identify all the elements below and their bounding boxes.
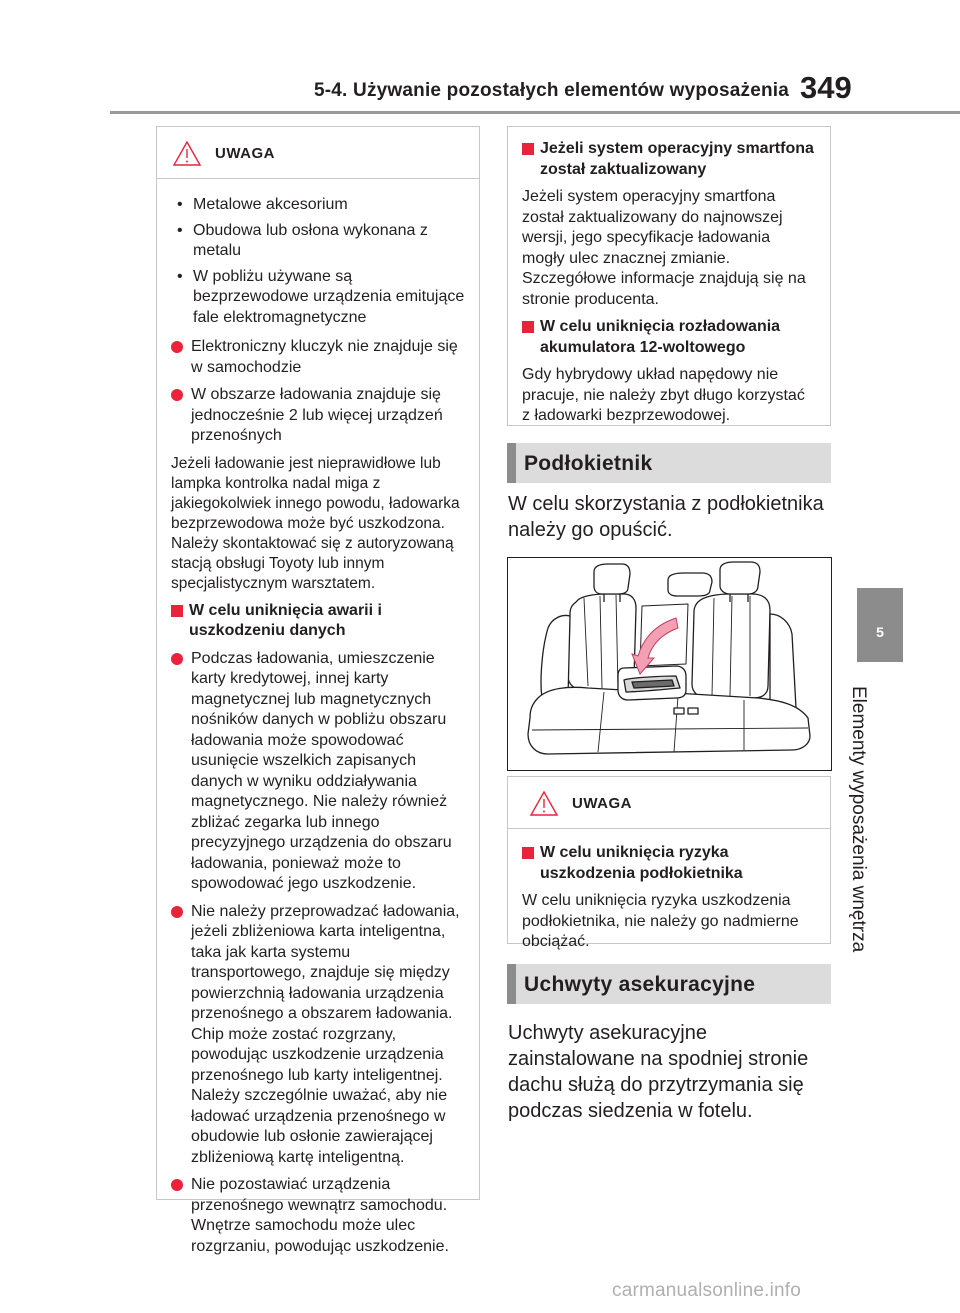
warning-paragraph: W celu uniknięcia ryzyka uszkodzenia pod… [522,892,799,950]
bullet-dot-icon [171,389,183,401]
square-bullet-icon [522,321,534,333]
info-box-right-top: Jeżeli system operacyjny smartfona zosta… [507,126,831,426]
info-subheading: W celu uniknięcia rozładowania akumulato… [522,317,816,358]
info-paragraph: Gdy hybrydowy układ napędowy nie pracuje… [522,366,805,424]
warning-label: UWAGA [572,795,632,812]
info-paragraph: Jeżeli system operacyjny smartfona zosta… [522,188,806,308]
warning-box-body: W celu uniknięcia ryzyka uszkodzenia pod… [508,829,830,953]
list-item: •W pobliżu używane są bezprzewodowe urzą… [177,267,465,326]
bullet-dot-icon [171,341,183,353]
seat-cushion [527,686,811,755]
list-item: Podczas ładowania, umieszczenie karty kr… [171,649,465,895]
section-heading-label: Podłokietnik [524,452,653,475]
chapter-title-vertical: Elementy wyposażenia wnętrza [848,686,912,1216]
square-bullet-icon [171,604,183,617]
list-item: •Obudowa lub osłona wykonana z metalu [177,221,428,260]
bullet-dot-icon [171,652,183,665]
info-subheading: Jeżeli system operacyjny smartfona zosta… [522,139,816,180]
list-item: Nie pozostawiać urządzenia przenośnego w… [171,1175,465,1257]
center-headrest [667,572,713,597]
header-divider [110,111,960,114]
chapter-tab[interactable]: 5 [857,588,903,662]
warning-triangle-icon [173,141,201,166]
warning-label: UWAGA [215,145,275,162]
warning-subheading: W celu uniknięcia ryzyka uszkodzenia pod… [522,843,816,884]
page-number: 349 [800,70,852,105]
list-item: Nie należy przeprowadzać ładowania, jeże… [171,902,465,1169]
rear-seat-drawing [527,561,811,755]
warning-box-header: UWAGA [157,127,479,179]
list-item: W obszarze ładowania znajduje się jednoc… [171,385,465,447]
chapter-number: 5 [876,624,884,640]
info-box-body: Jeżeli system operacyjny smartfona zosta… [508,127,830,427]
list-item: Elektroniczny kluczyk nie znajduje się w… [171,337,465,378]
section-heading-armrest: Podłokietnik [507,443,831,483]
warning-box-right: UWAGA W celu uniknięcia ryzyka uszkodzen… [507,776,831,950]
right-headrest [719,561,761,595]
square-bullet-icon [522,143,534,155]
grab-handles-body-text: Uchwyty asekuracyjne zainstalowane na sp… [508,1022,809,1122]
watermark: carmanualsonline.info [612,1280,802,1301]
chapter-title: Elementy wyposażenia wnętrza [848,686,869,953]
bullet-dot-icon [171,905,183,918]
warning-box-body: •Metalowe akcesorium •Obudowa lub osłona… [157,179,479,1257]
list-item: •Metalowe akcesorium [177,196,348,213]
section-title: 5-4. Używanie pozostałych elementów wypo… [314,80,790,101]
warning-triangle-icon [530,791,558,816]
square-bullet-icon [522,847,534,859]
warning-box-left: UWAGA •Metalowe akcesorium •Obudowa lub … [156,126,480,1255]
left-headrest [593,563,631,595]
warning-box-header: UWAGA [508,777,830,829]
armrest-illustration [507,557,832,771]
bullet-dot-icon [171,1179,183,1191]
fold-down-arrow-icon [631,617,679,675]
warning-paragraph: Jeżeli ładowanie jest nieprawidłowe lub … [171,454,460,592]
armrest-body-text: W celu skorzystania z podłokietnika nale… [508,493,824,541]
section-heading-label: Uchwyty asekuracyjne [524,973,756,996]
section-heading-grab-handles: Uchwyty asekuracyjne [507,964,831,1004]
page-header: 5-4. Używanie pozostałych elementów wypo… [0,0,960,120]
warning-subheading: W celu uniknięcia awarii i uszkodzeniu d… [171,601,465,642]
